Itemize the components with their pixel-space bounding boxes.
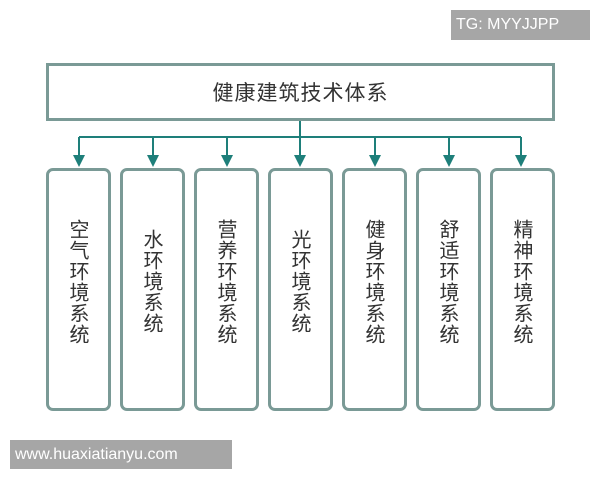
arrow-down-icon [147,155,159,167]
arrow-down-icon [515,155,527,167]
child-node-light-environment: 光环境系统 [268,168,333,411]
arrow-down-icon [221,155,233,167]
child-node-fitness-environment: 健身环境系统 [342,168,407,411]
root-node-label: 健康建筑技术体系 [212,81,389,105]
arrow-down-icon [294,155,306,167]
child-node-label: 营养环境系统 [214,219,238,345]
arrow-down-icon [369,155,381,167]
child-node-label: 空气环境系统 [66,219,90,345]
child-node-label: 健身环境系统 [362,219,386,345]
arrow-down-icon [73,155,85,167]
child-node-label: 舒适环境系统 [436,219,460,345]
child-node-nutrition-environment: 营养环境系统 [194,168,259,411]
watermark-tg-text: TG: MYYJJPP [456,16,560,33]
child-node-air-environment: 空气环境系统 [46,168,111,411]
child-node-spirit-environment: 精神环境系统 [490,168,555,411]
child-node-label: 光环境系统 [288,229,312,334]
child-node-label: 水环境系统 [140,229,164,334]
watermark-url: www.huaxiatianyu.com [10,440,232,469]
child-node-comfort-environment: 舒适环境系统 [416,168,481,411]
root-node-healthy-building-tech-system: 健康建筑技术体系 [46,63,555,121]
child-node-label: 精神环境系统 [510,219,534,345]
watermark-tg: TG: MYYJJPP [451,10,590,40]
arrow-down-icon [443,155,455,167]
child-node-water-environment: 水环境系统 [120,168,185,411]
watermark-url-text: www.huaxiatianyu.com [15,445,178,463]
